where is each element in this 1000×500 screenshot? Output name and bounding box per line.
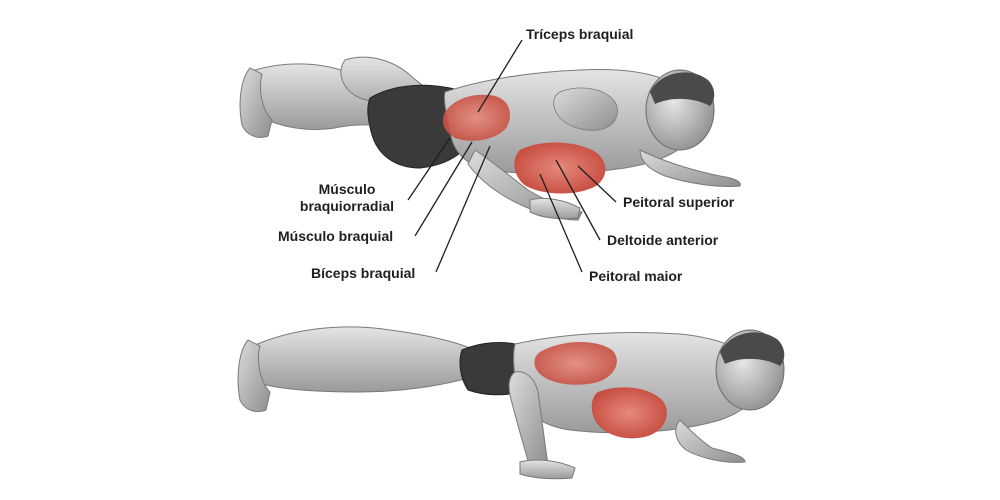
top-forearm: [467, 149, 583, 221]
leader-peitoral-maior: [539, 173, 583, 273]
bottom-legs: [248, 326, 471, 393]
label-deltoide-anterior: Deltoide anterior: [607, 232, 719, 248]
bottom-chest-highlight: [591, 387, 667, 439]
leader-lines: [407, 39, 617, 273]
bottom-foot: [237, 339, 271, 413]
bottom-hair: [720, 332, 785, 366]
leader-biceps: [435, 145, 491, 273]
bottom-triceps-highlight: [534, 341, 617, 385]
bottom-shorts: [459, 342, 523, 396]
bottom-far-arm: [675, 419, 746, 463]
leader-deltoide: [555, 159, 601, 241]
bottom-near-hand: [519, 459, 576, 480]
top-foot: [239, 67, 273, 138]
figure-raised: [237, 326, 785, 480]
leader-braquiorradial: [407, 137, 451, 201]
label-triceps-braquial: Tríceps braquial: [526, 26, 634, 42]
label-braquiorradial-line2: braquiorradial: [299, 198, 395, 214]
label-musculo-braquial: Músculo braquial: [278, 228, 394, 244]
top-far-arm: [639, 149, 741, 187]
top-triceps-highlight: [442, 94, 511, 141]
top-deltoid: [553, 87, 618, 131]
label-peitoral-superior: Peitoral superior: [623, 194, 735, 210]
leader-braquial: [414, 141, 473, 237]
leader-peitoral-superior: [577, 165, 617, 203]
label-peitoral-maior: Peitoral maior: [589, 268, 683, 284]
leader-triceps: [477, 39, 523, 113]
top-hair: [650, 72, 715, 106]
label-biceps-braquial: Bíceps braquial: [311, 265, 416, 281]
figure-lowered: [239, 56, 741, 221]
label-braquiorradial-line1: Músculo: [318, 181, 376, 197]
label-braquiorradial: Músculo braquiorradial: [292, 181, 402, 215]
